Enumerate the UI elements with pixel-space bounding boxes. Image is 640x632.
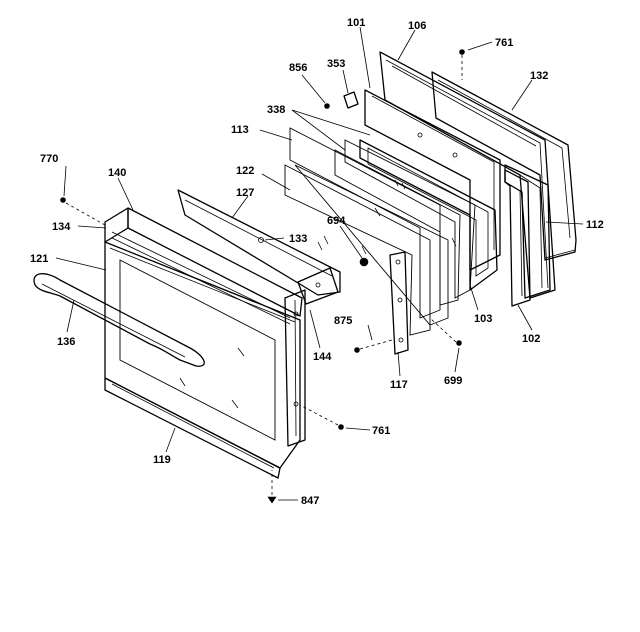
label-847: 847 <box>301 495 319 507</box>
label-113: 113 <box>231 124 249 136</box>
label-144: 144 <box>313 351 332 363</box>
label-875: 875 <box>334 315 352 327</box>
label-112: 112 <box>586 219 604 231</box>
door-handle-136 <box>33 273 205 367</box>
hinge-strap-117 <box>389 251 409 355</box>
label-121: 121 <box>30 253 48 265</box>
label-770: 770 <box>40 153 58 165</box>
bottom-trim-119 <box>104 377 281 479</box>
label-761-top: 761 <box>495 37 513 49</box>
leader-lines <box>55 26 584 501</box>
screw-761-top <box>459 49 465 80</box>
clip-353 <box>343 91 359 109</box>
screw-875 <box>354 339 393 353</box>
glass-panel-338 <box>334 139 476 306</box>
part-labels: 101 106 761 132 856 353 338 113 770 140 … <box>30 17 604 507</box>
screw-856 <box>324 103 330 109</box>
screw-699 <box>429 317 462 346</box>
door-liner-101 <box>364 89 501 271</box>
hinge-bracket <box>297 267 339 305</box>
glass-panel-113 <box>289 127 441 319</box>
label-102: 102 <box>522 333 540 345</box>
screw-847 <box>267 470 277 504</box>
label-136: 136 <box>57 336 75 348</box>
label-140: 140 <box>108 167 126 179</box>
label-353: 353 <box>327 58 345 70</box>
label-122: 122 <box>236 165 254 177</box>
outer-door-panel-121 <box>104 241 301 469</box>
label-694: 694 <box>327 215 346 227</box>
label-761-bottom: 761 <box>372 425 390 437</box>
label-101: 101 <box>347 17 365 29</box>
screw-694 <box>359 257 369 267</box>
screw-133 <box>258 237 264 243</box>
label-134: 134 <box>52 221 71 233</box>
label-132: 132 <box>530 70 548 82</box>
label-103: 103 <box>474 313 492 325</box>
bracket-127 <box>177 189 341 296</box>
label-117: 117 <box>390 379 408 391</box>
side-channel-102 <box>504 169 531 307</box>
label-119: 119 <box>153 454 171 466</box>
side-strip-144 <box>284 289 306 447</box>
screw-770 <box>60 197 106 226</box>
label-338: 338 <box>267 104 285 116</box>
label-699: 699 <box>444 375 462 387</box>
label-127: 127 <box>236 187 254 199</box>
glass-panel-122 <box>284 164 457 336</box>
screw-761-bottom <box>299 404 344 430</box>
label-133: 133 <box>289 233 307 245</box>
label-106: 106 <box>408 20 426 32</box>
label-856: 856 <box>289 62 307 74</box>
